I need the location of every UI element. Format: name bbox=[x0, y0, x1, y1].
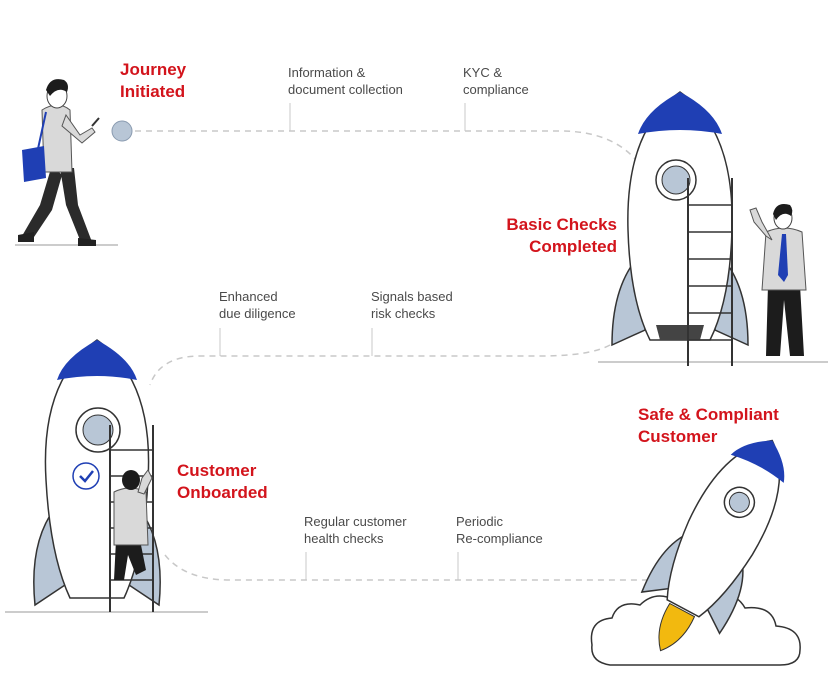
milestone-customer-onboarded: Customer Onboarded bbox=[177, 460, 268, 504]
milestone-line: Initiated bbox=[120, 82, 186, 101]
rocket-launch-illustration bbox=[590, 439, 801, 666]
milestone-basic-checks-completed: Basic Checks Completed bbox=[506, 214, 617, 258]
step-line: Signals based bbox=[371, 289, 453, 304]
milestone-line: Journey bbox=[120, 60, 187, 79]
step-line: KYC & bbox=[463, 65, 503, 80]
step-line: Information & bbox=[288, 65, 366, 80]
milestone-safe-compliant-customer: Safe & Compliant Customer bbox=[638, 404, 779, 448]
milestone-line: Customer bbox=[177, 461, 257, 480]
milestone-line: Completed bbox=[529, 237, 617, 256]
step-line: health checks bbox=[304, 531, 384, 546]
step-line: compliance bbox=[463, 82, 529, 97]
walking-person-illustration bbox=[15, 79, 118, 246]
step-info-collection: Information & document collection bbox=[288, 64, 403, 98]
milestone-line: Safe & Compliant bbox=[638, 405, 779, 424]
step-kyc-compliance: KYC & compliance bbox=[463, 64, 529, 98]
milestone-line: Onboarded bbox=[177, 483, 268, 502]
step-line: Enhanced bbox=[219, 289, 278, 304]
step-line: document collection bbox=[288, 82, 403, 97]
step-line: due diligence bbox=[219, 306, 296, 321]
rocket-basic-checks-illustration bbox=[598, 91, 828, 366]
step-line: Regular customer bbox=[304, 514, 407, 529]
step-line: Re-compliance bbox=[456, 531, 543, 546]
check-badge-icon bbox=[72, 462, 100, 490]
step-signals-risk-checks: Signals based risk checks bbox=[371, 288, 453, 322]
step-periodic-recompliance: Periodic Re-compliance bbox=[456, 513, 543, 547]
journey-start-dot bbox=[111, 120, 133, 142]
milestone-line: Basic Checks bbox=[506, 215, 617, 234]
step-line: Periodic bbox=[456, 514, 503, 529]
milestone-line: Customer bbox=[638, 427, 718, 446]
rocket-onboarded-illustration bbox=[5, 339, 208, 613]
step-enhanced-due-diligence: Enhanced due diligence bbox=[219, 288, 296, 322]
milestone-journey-initiated: Journey Initiated bbox=[120, 59, 186, 103]
step-line: risk checks bbox=[371, 306, 436, 321]
step-regular-health-checks: Regular customer health checks bbox=[304, 513, 407, 547]
journey-path bbox=[135, 130, 690, 581]
